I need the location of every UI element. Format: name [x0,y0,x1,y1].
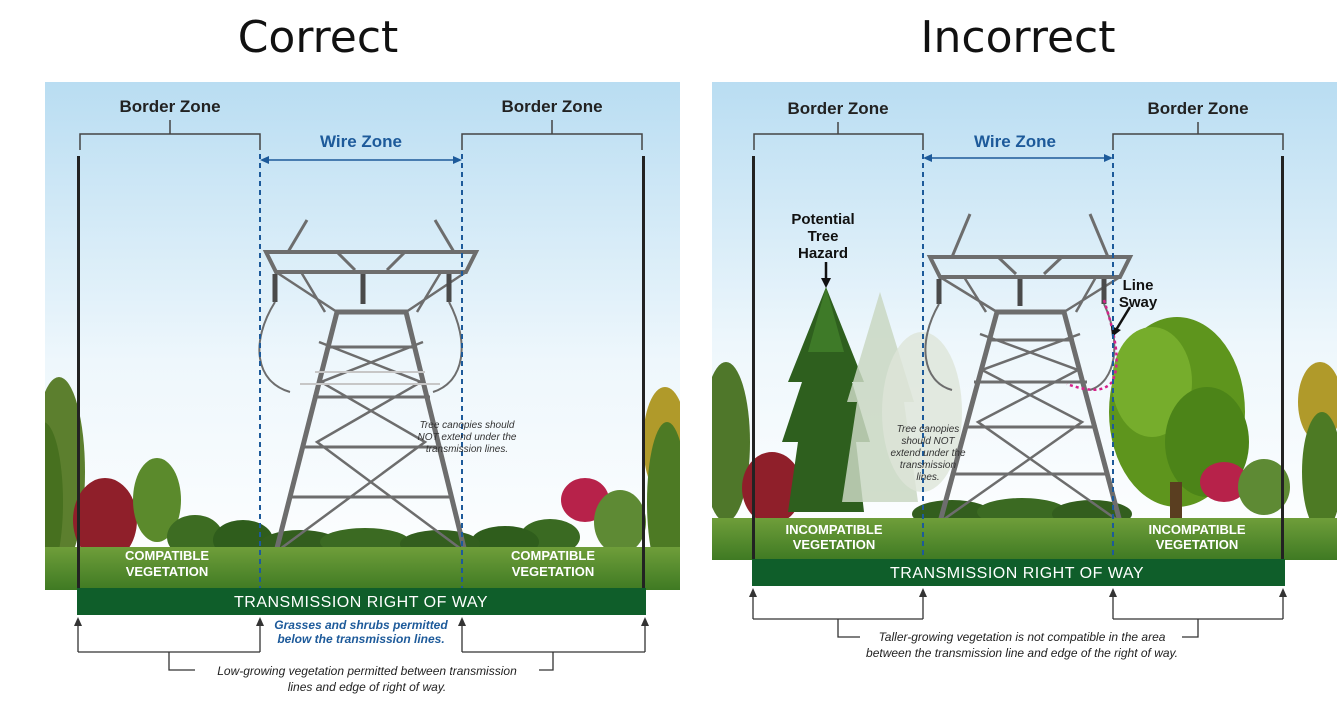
veg-label-right-line-2: VEGETATION [512,564,595,579]
hazard-label-line-2: Tree [808,228,839,245]
wire-caption-line-2: below the transmission lines. [277,632,444,646]
hazard-label-line-1: Potential [791,211,854,228]
veg-label-left-line-1: INCOMPATIBLE [785,522,882,537]
right-of-way-bar [77,588,646,615]
bottom-arrowheads [749,588,1287,597]
transmission-tower [924,213,1134,524]
veg-label-left-line-2: VEGETATION [126,564,209,579]
shrubs-right [1200,459,1290,515]
edge-trees-right [1298,362,1337,532]
veg-label-right-line-1: COMPATIBLE [511,548,595,563]
veg-label-left-line-1: COMPATIBLE [125,548,209,563]
transmission-tower [258,219,480,554]
shrub-red-left [742,452,802,524]
veg-label-left-line-2: VEGETATION [793,537,876,552]
wire-caption-line-1: Grasses and shrubs permitted [274,618,448,632]
bottom-caption-line-2: between the transmission line and edge o… [866,646,1178,660]
heading-correct: Correct [237,12,399,63]
canopy-note-line-2: NOT extend under the [418,432,517,443]
incorrect-diagram: Border Zone Border Zone Wire Zone Potent… [712,82,1337,676]
canopy-note-line-5: lines. [916,472,939,483]
hazard-arrowhead [821,278,831,288]
right-of-way-bar [752,559,1285,586]
hazard-tree [782,287,870,512]
bottom-brackets [752,594,1284,638]
wire-zone-arrow [923,154,1113,162]
wire-zone-label: Wire Zone [320,132,402,151]
veg-label-right-line-1: INCOMPATIBLE [1148,522,1245,537]
wire-zone-arrow [260,156,462,164]
line-sway-pointer [1114,306,1132,331]
bottom-arrowheads [74,617,649,626]
hazard-label-line-3: Hazard [798,245,848,262]
wire-zone-label: Wire Zone [974,132,1056,151]
correct-diagram: Border Zone Border Zone Wire Zone Tree c… [45,82,680,700]
bottom-brackets [77,622,646,671]
row-edge-pole-left [752,156,755,560]
correct-diagram-svg: Border Zone Border Zone Wire Zone Tree c… [45,82,680,694]
border-zone-label-right: Border Zone [1147,99,1248,118]
grass [712,518,1337,560]
border-zone-label-left: Border Zone [119,97,220,116]
canopy-note-line-4: transmission [900,460,957,471]
heading-incorrect: Incorrect [920,12,1116,63]
ghost-canopy [882,332,962,492]
veg-label-right-line-2: VEGETATION [1156,537,1239,552]
border-zone-bracket-left [753,122,924,150]
edge-trees-right [643,387,680,582]
canopy-note-line-1: Tree canopies should [420,420,515,431]
bottom-caption-line-1: Low-growing vegetation permitted between… [217,664,517,678]
edge-trees-left [712,362,750,522]
border-zone-label-right: Border Zone [501,97,602,116]
border-zone-label-left: Border Zone [787,99,888,118]
grass [45,547,680,590]
shrubs-left [73,458,273,562]
border-zone-bracket-right [1112,122,1284,150]
incorrect-diagram-svg: Border Zone Border Zone Wire Zone Potent… [712,82,1337,660]
border-zone-bracket-left [79,120,261,150]
row-edge-pole-left [77,156,80,588]
sway-label-line-2: Sway [1119,294,1158,311]
row-edge-pole-right [1281,156,1284,560]
canopy-note-line-3: extend under the [890,448,965,459]
canopy-note-line-3: transmission lines. [426,444,508,455]
row-edge-pole-right [642,156,645,588]
border-zone-bracket-right [461,120,643,150]
canopy-note-line-1: Tree canopies [897,424,960,435]
bottom-caption-line-2: lines and edge of right of way. [288,680,447,694]
bottom-caption-line-1: Taller-growing vegetation is not compati… [879,630,1166,644]
canopy-note-line-2: should NOT [901,436,955,447]
right-of-way-label: TRANSMISSION RIGHT OF WAY [890,565,1144,582]
right-of-way-label: TRANSMISSION RIGHT OF WAY [234,594,488,611]
sway-label-line-1: Line [1123,277,1154,294]
